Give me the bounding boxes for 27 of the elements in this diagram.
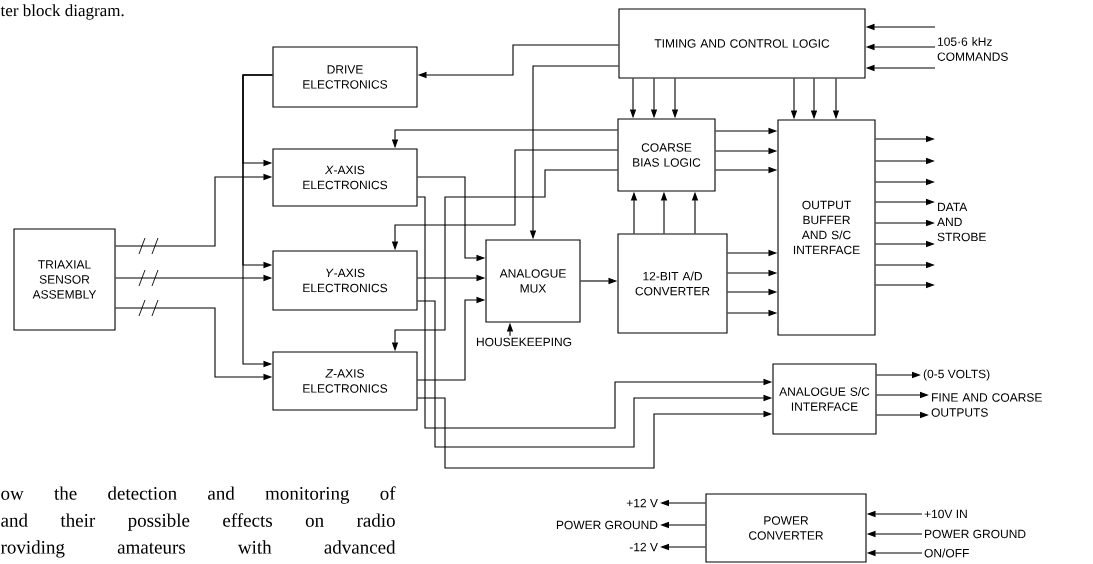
caption-text: ter block diagram. — [0, 4, 124, 20]
block-box: 12-BIT A/D CONVERTER — [617, 233, 728, 334]
block-box: TRIAXIAL SENSOR ASSEMBLY — [13, 228, 116, 331]
block-box: X-AXIS ELECTRONICS — [272, 148, 418, 207]
signal-label: +12 V — [626, 498, 658, 508]
block-box: ANALOGUE S/C INTERFACE — [772, 363, 877, 435]
body-text: and their possible effects on radio — [1, 513, 395, 531]
signal-label: FINE AND COARSE OUTPUTS — [931, 393, 1042, 417]
block-box: ANALOGUE MUX — [485, 239, 581, 323]
block-box: POWER CONVERTER — [705, 493, 867, 563]
block-box: TIMING AND CONTROL LOGIC — [618, 8, 866, 79]
signal-label: -12 V — [629, 542, 658, 552]
signal-label: 105·6 kHz COMMANDS — [937, 37, 1008, 61]
block-box: Y-AXIS ELECTRONICS — [272, 250, 418, 311]
block-box: Z-AXIS ELECTRONICS — [272, 351, 418, 411]
signal-label: POWER GROUND — [925, 529, 1026, 539]
body-text: roviding amateurs with advanced — [0, 540, 396, 558]
signal-label: HOUSEKEEPING — [477, 337, 572, 347]
signal-label: +10V IN — [924, 509, 967, 519]
signal-label: (0-5 VOLTS) — [923, 369, 990, 381]
signal-label: ON/OFF — [924, 548, 969, 558]
block-box: DRIVE ELECTRONICS — [272, 46, 418, 108]
signal-label: DATA AND STROBE — [937, 202, 986, 242]
body-text: ow the detection and monitoring of — [1, 486, 396, 504]
block-box: COARSE BIAS LOGIC — [617, 118, 716, 192]
block-box: OUTPUT BUFFER AND S/C INTERFACE — [777, 119, 876, 336]
signal-label: POWER GROUND — [556, 520, 658, 530]
